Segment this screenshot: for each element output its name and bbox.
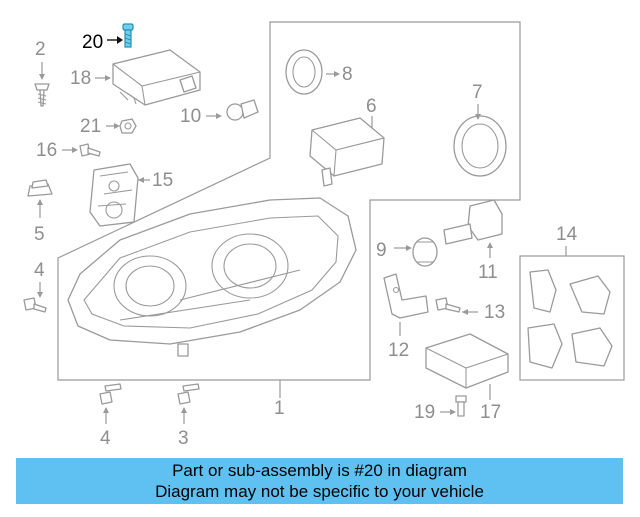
part-11-bulb[interactable] xyxy=(206,99,259,121)
headlamp-assembly-frame xyxy=(57,21,521,381)
banner-line-2: Diagram may not be specific to your vehi… xyxy=(155,482,484,501)
callout-7: 7 xyxy=(472,82,483,103)
callout-19: 18 xyxy=(70,68,91,89)
part-10-xenon-bulb[interactable] xyxy=(443,199,503,258)
callout-17: 17 xyxy=(480,402,501,423)
callout-6: 6 xyxy=(366,96,377,117)
part-3-screw[interactable] xyxy=(177,383,200,424)
callout-5: 5 xyxy=(34,224,45,245)
part-18-bolt[interactable] xyxy=(440,395,467,417)
banner-line-1: Part or sub-assembly is #20 in diagram xyxy=(172,461,467,480)
callout-20: 20 xyxy=(82,32,103,53)
part-5-cap[interactable] xyxy=(27,179,53,218)
part-13-screw[interactable] xyxy=(435,297,478,315)
part-8-seal-ring[interactable] xyxy=(285,49,340,95)
part-7-cap-ring[interactable] xyxy=(453,104,507,177)
part-16-bolt[interactable] xyxy=(62,143,101,157)
sensor-group-frame xyxy=(519,255,625,381)
part-4-screw-bottom[interactable] xyxy=(99,383,122,424)
callout-11: 10 xyxy=(180,106,201,127)
callout-13: 13 xyxy=(484,302,505,323)
part-21-nut[interactable] xyxy=(106,118,137,134)
part-15-leveling-motor[interactable] xyxy=(89,163,150,227)
callout-12: 12 xyxy=(388,340,409,361)
part-17-ballast[interactable] xyxy=(425,333,509,400)
part-14-sensor-set[interactable] xyxy=(527,246,613,369)
part-19-control-module[interactable] xyxy=(95,49,201,106)
callout-4-left: 4 xyxy=(34,260,45,281)
callout-10: 11 xyxy=(478,262,498,283)
callout-4-bottom: 4 xyxy=(100,428,111,449)
callout-8: 8 xyxy=(342,64,353,85)
part-1-headlamp-housing[interactable] xyxy=(67,197,357,398)
part-12-bracket[interactable] xyxy=(383,273,429,336)
callout-18: 19 xyxy=(414,402,435,423)
callout-3: 3 xyxy=(178,428,189,449)
callout-16: 16 xyxy=(36,140,57,161)
callout-2: 2 xyxy=(35,39,46,60)
info-banner: Part or sub-assembly is #20 in diagram D… xyxy=(16,458,623,504)
part-9-socket[interactable] xyxy=(394,237,438,267)
part-4-screw-left[interactable] xyxy=(23,282,47,313)
callout-1: 1 xyxy=(274,398,285,419)
callout-15: 15 xyxy=(152,170,173,191)
callout-14: 14 xyxy=(556,224,578,245)
part-6-projector-module[interactable] xyxy=(309,116,385,187)
callout-9: 9 xyxy=(376,240,387,261)
callout-21: 21 xyxy=(80,116,101,137)
part-20-bolt[interactable] xyxy=(107,23,134,48)
part-2-screw[interactable] xyxy=(34,62,50,107)
